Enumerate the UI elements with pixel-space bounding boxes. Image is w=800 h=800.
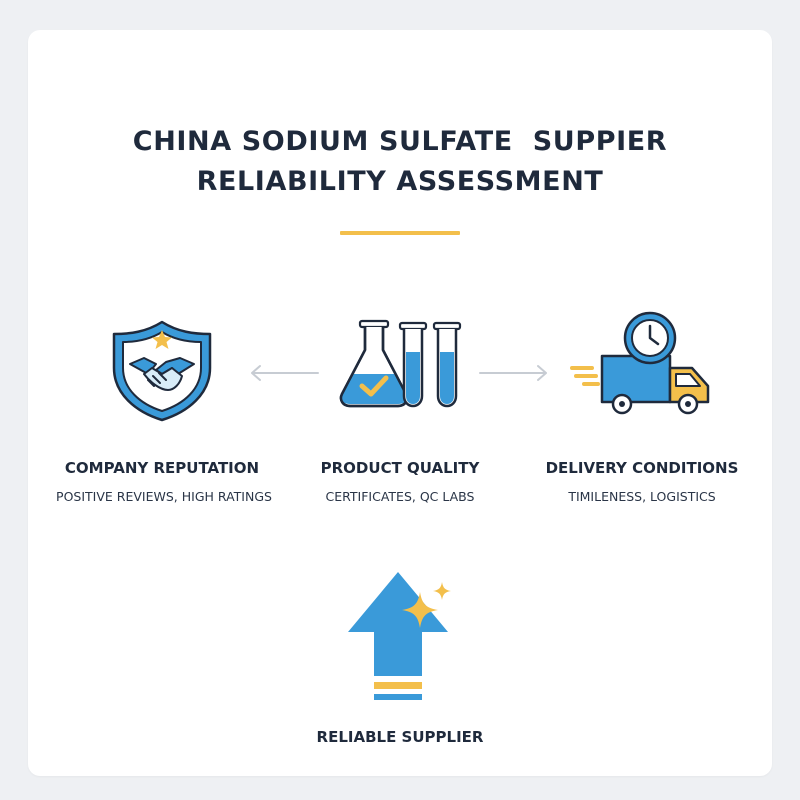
title-line-2: RELIABILITY ASSESSMENT [196,166,604,197]
factor-subtitle-company-reputation: POSITIVE REVIEWS, HIGH RATINGS [56,489,272,504]
title-underline [340,231,460,235]
factor-subtitle-delivery-conditions: TIMILENESS, LOGISTICS [568,489,716,504]
page-title: CHINA SODIUM SULFATE SUPPIER RELIABILITY… [0,122,800,202]
up-arrow-sparkle-icon [348,572,451,700]
lab-flask-test-tubes-icon [339,319,462,408]
result-label: RELIABLE SUPPLIER [316,728,484,746]
left-arrow-icon [251,365,319,381]
shield-handshake-icon [112,320,212,422]
title-line-1: CHINA SODIUM SULFATE SUPPIER [132,126,668,157]
right-arrow-icon [479,365,547,381]
delivery-truck-clock-icon [570,311,710,415]
factor-label-company-reputation: COMPANY REPUTATION [64,459,260,477]
factor-subtitle-product-quality: CERTIFICATES, QC LABS [325,489,475,504]
factor-label-product-quality: PRODUCT QUALITY [320,459,480,477]
factor-label-delivery-conditions: DELIVERY CONDITIONS [545,459,739,477]
